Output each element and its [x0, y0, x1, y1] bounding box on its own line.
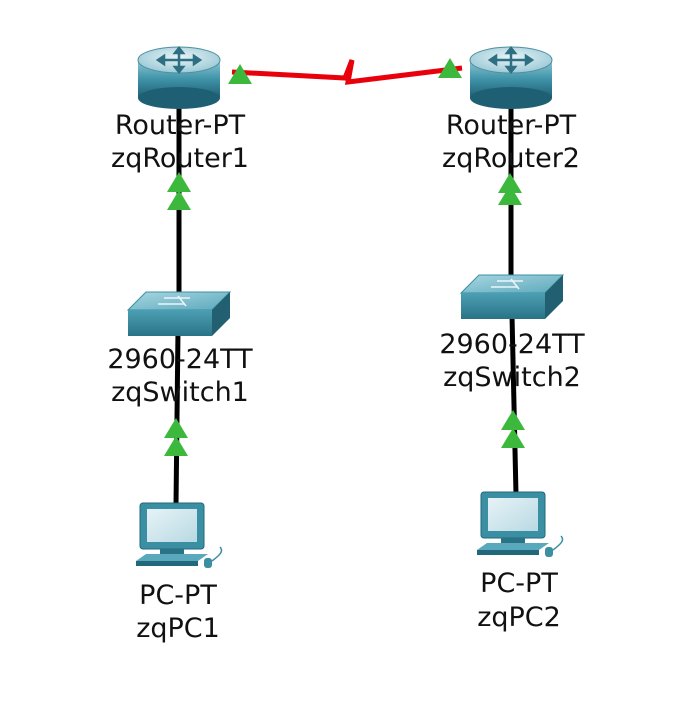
router2-model-label: Router-PT: [446, 110, 577, 141]
router1-device[interactable]: [137, 45, 221, 109]
pc2-model-label: PC-PT: [480, 568, 558, 599]
switch1-model-label: 2960-24TT: [107, 344, 253, 375]
link-indicators-layer: [164, 58, 525, 456]
link-up-indicator: [498, 173, 522, 193]
pc2-device[interactable]: [477, 491, 564, 557]
pc-icon: [477, 491, 564, 557]
link-up-indicator: [164, 436, 188, 456]
router-icon: [137, 45, 221, 109]
serial-link-router1-router2[interactable]: [231, 59, 463, 85]
router1-model-label: Router-PT: [115, 110, 246, 141]
pc1-device[interactable]: [136, 502, 223, 568]
link-up-indicator: [167, 172, 191, 192]
link-up-indicator: [228, 64, 252, 84]
ethernet-link-switch1-pc1[interactable]: [173, 329, 181, 506]
switch2-name-label: zqSwitch2: [443, 362, 581, 393]
pc-icon: [136, 502, 223, 568]
link-up-indicator: [167, 190, 191, 210]
switch1-name-label: zqSwitch1: [111, 377, 249, 408]
link-up-indicator: [438, 58, 462, 78]
switch1-device[interactable]: [126, 291, 232, 336]
router2-device[interactable]: [469, 45, 553, 109]
link-up-indicator: [501, 428, 525, 448]
link-up-indicator: [501, 410, 525, 430]
link-up-indicator: [498, 185, 522, 205]
switch2-model-label: 2960-24TT: [439, 329, 585, 360]
link-up-indicator: [164, 418, 188, 438]
pc1-name-label: zqPC1: [136, 613, 220, 644]
switch2-device[interactable]: [459, 274, 565, 319]
links-layer: [173, 59, 519, 506]
router1-name-label: zqRouter1: [111, 143, 249, 174]
ethernet-link-switch2-pc2[interactable]: [509, 314, 519, 496]
pc1-model-label: PC-PT: [139, 580, 217, 611]
router-icon: [469, 45, 553, 109]
pc2-name-label: zqPC2: [477, 602, 561, 633]
switch-icon: [459, 274, 565, 319]
labels-layer: Router-PT zqRouter1 Router-PT zqRouter2 …: [107, 110, 585, 644]
switch-icon: [126, 291, 232, 336]
router2-name-label: zqRouter2: [442, 143, 580, 174]
